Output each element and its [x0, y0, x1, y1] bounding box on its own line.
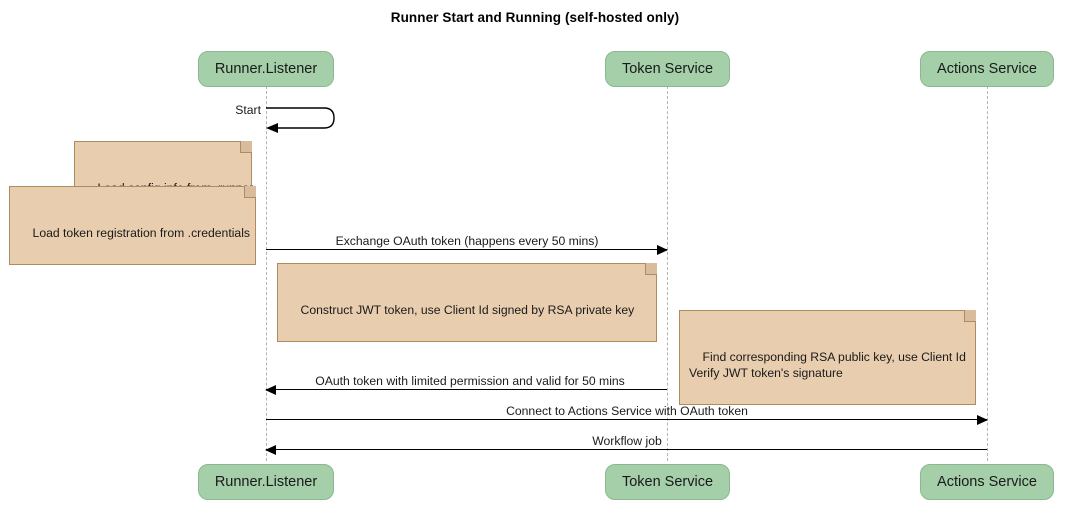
note-fold-icon: [240, 141, 252, 153]
note-text: Find corresponding RSA public key, use C…: [689, 350, 966, 380]
note-load-token-registration: Load token registration from .credential…: [9, 186, 256, 265]
message-label-start: Start: [235, 103, 261, 117]
participant-token-service-bottom[interactable]: Token Service: [605, 464, 730, 500]
message-label-connect-actions-service: Connect to Actions Service with OAuth to…: [506, 404, 748, 418]
note-fold-icon: [244, 186, 256, 198]
diagram-title: Runner Start and Running (self-hosted on…: [390, 10, 680, 25]
message-connect-actions-service: [266, 415, 988, 425]
lifeline-runner: [266, 86, 267, 461]
note-construct-jwt-token: Construct JWT token, use Client Id signe…: [277, 263, 657, 342]
participant-label: Token Service: [621, 474, 714, 490]
message-label-oauth-token-reply: OAuth token with limited permission and …: [315, 374, 625, 388]
message-workflow-job: [265, 445, 987, 455]
note-text: Load token registration from .credential…: [32, 226, 251, 240]
arrowhead-right-icon: [977, 415, 988, 425]
arrowhead-left-icon: [265, 445, 276, 455]
participant-label: Actions Service: [937, 61, 1037, 77]
participant-actions-service-top[interactable]: Actions Service: [920, 51, 1054, 87]
message-exchange-oauth-token: [266, 245, 668, 255]
arrowhead-right-icon: [657, 245, 668, 255]
note-fold-icon: [964, 310, 976, 322]
arrowhead-left-icon: [265, 385, 276, 395]
participant-actions-service-bottom[interactable]: Actions Service: [920, 464, 1054, 500]
lifeline-actions: [987, 86, 988, 461]
participant-token-service-top[interactable]: Token Service: [605, 51, 730, 87]
note-verify-jwt-signature: Find corresponding RSA public key, use C…: [679, 310, 976, 405]
participant-label: Token Service: [621, 61, 714, 77]
message-label-workflow-job: Workflow job: [592, 434, 662, 448]
message-label-exchange-oauth-token: Exchange OAuth token (happens every 50 m…: [335, 234, 599, 248]
participant-runner-listener-top[interactable]: Runner.Listener: [198, 51, 334, 87]
participant-label: Runner.Listener: [214, 61, 318, 77]
note-fold-icon: [645, 263, 657, 275]
message-oauth-token-reply: [265, 385, 667, 395]
lifeline-token: [667, 86, 668, 461]
participant-label: Actions Service: [937, 474, 1037, 490]
participant-label: Runner.Listener: [214, 474, 318, 490]
participant-runner-listener-bottom[interactable]: Runner.Listener: [198, 464, 334, 500]
note-text: Construct JWT token, use Client Id signe…: [300, 303, 635, 317]
message-start-selfloop: [266, 106, 338, 133]
